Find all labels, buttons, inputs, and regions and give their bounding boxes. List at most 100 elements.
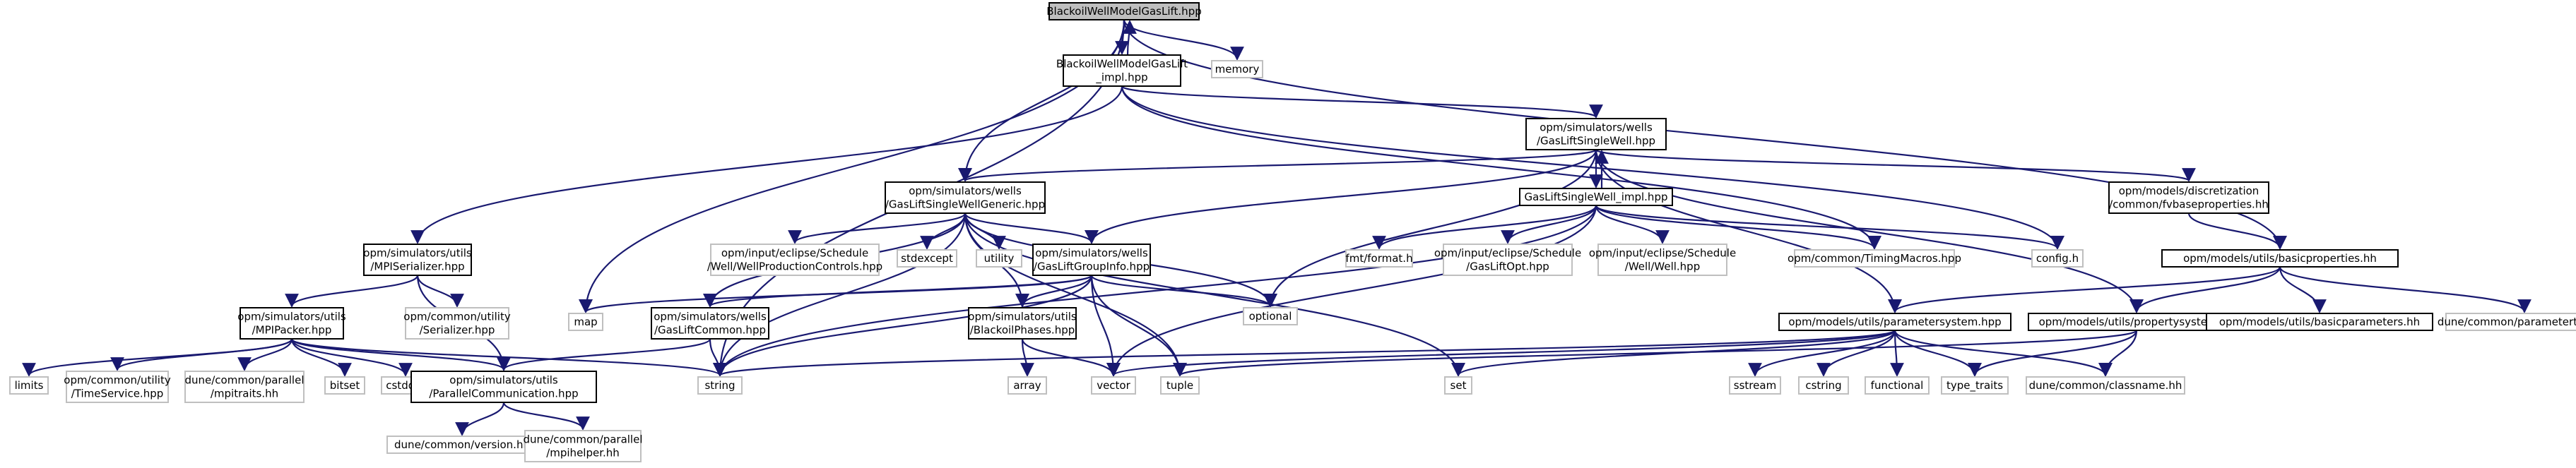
node-timing: opm/common/TimingMacros.hpp <box>1788 249 1961 268</box>
node-label: opm/common/utility <box>64 374 171 387</box>
node-label: /Well/Well.hpp <box>1625 260 1700 273</box>
edge-glswi-to-wellhpp <box>1595 205 1670 244</box>
node-label: map <box>574 316 597 328</box>
node-label: dune/common/version.hh <box>394 438 530 451</box>
node-box <box>1794 249 1955 268</box>
node-label: /common/fvbaseproperties.hh <box>2109 198 2269 211</box>
edge-impl-to-mpiser <box>410 85 1123 244</box>
node-root[interactable]: BlackoilWellModelGasLift.hpp <box>1046 2 1202 20</box>
node-box <box>66 371 169 403</box>
node-label: vector <box>1097 379 1130 392</box>
node-label: opm/simulators/utils <box>363 247 472 260</box>
node-box <box>1778 313 2011 331</box>
node-label: opm/simulators/utils <box>449 374 558 387</box>
node-label: stdexcept <box>901 252 953 265</box>
edge-propsys-to-classname <box>2098 330 2138 377</box>
node-fvbase[interactable]: opm/models/discretization/common/fvbasep… <box>2108 181 2269 214</box>
node-box <box>1444 376 1472 395</box>
node-label: /GasLiftCommon.hpp <box>654 324 766 337</box>
edge-propsys-to-typetraits <box>1968 330 2138 377</box>
edge-mpipacker-to-timeservice <box>110 338 293 371</box>
node-label: sstream <box>1734 379 1776 392</box>
nodes-layer: BlackoilWellModelGasLift.hppBlackoilWell… <box>9 2 2576 462</box>
node-box <box>568 313 603 331</box>
node-optional: optional <box>1243 307 1298 325</box>
node-sstream: sstream <box>1729 376 1781 395</box>
node-paramtree: dune/common/parametertree.hh <box>2438 313 2576 331</box>
node-wellhpp: opm/input/eclipse/Schedule/Well/Well.hpp <box>1589 244 1736 276</box>
node-paramsys[interactable]: opm/models/utils/parametersystem.hpp <box>1778 313 2011 331</box>
node-wpc: opm/input/eclipse/Schedule/Well/WellProd… <box>707 244 882 276</box>
node-map: map <box>568 313 603 331</box>
node-box <box>1345 249 1413 268</box>
node-box <box>363 244 472 276</box>
node-basicparams[interactable]: opm/models/utils/basicparameters.hh <box>2206 313 2433 331</box>
node-box <box>2206 313 2433 331</box>
node-stdexc: stdexcept <box>897 249 957 268</box>
node-box <box>885 181 1046 214</box>
node-label: BlackoilWellModelGasLift.hpp <box>1046 5 1202 18</box>
node-label: opm/simulators/wells <box>909 185 1022 198</box>
node-label: functional <box>1871 379 1924 392</box>
node-glsw[interactable]: opm/simulators/wells/GasLiftSingleWell.h… <box>1525 118 1667 150</box>
node-mpipacker[interactable]: opm/simulators/utils/MPIPacker.hpp <box>237 307 346 340</box>
node-utility: utility <box>976 249 1022 268</box>
node-box <box>1160 376 1200 395</box>
edge-bophases-to-array <box>1020 338 1034 377</box>
node-label: opm/simulators/utils <box>237 311 346 323</box>
node-label: limits <box>15 379 44 392</box>
node-box <box>2108 181 2269 214</box>
edge-glswi-to-config <box>1595 204 2064 250</box>
node-label: bitset <box>330 379 360 392</box>
edge-mpiser-to-serializer <box>416 275 464 308</box>
node-mpiser[interactable]: opm/simulators/utils/MPISerializer.hpp <box>363 244 472 276</box>
edge-glgi-to-glcommon <box>703 274 1093 308</box>
node-label: string <box>704 379 735 392</box>
node-tuple: tuple <box>1160 376 1200 395</box>
node-box <box>710 244 880 276</box>
edge-glswi-to-glopt <box>1501 205 1597 244</box>
edge-glsw-to-glgi <box>1085 149 1597 244</box>
node-glswi[interactable]: GasLiftSingleWell_impl.hpp <box>1519 188 1673 206</box>
node-label: set <box>1451 379 1467 392</box>
edge-mpipacker-to-parcomm <box>290 338 511 371</box>
node-label: /TimeService.hpp <box>71 388 164 400</box>
node-mpihelper: dune/common/parallel/mpihelper.hh <box>523 430 643 462</box>
node-label: type_traits <box>1946 379 2003 392</box>
edge-glswg-to-stdexc <box>920 212 967 250</box>
node-box <box>651 307 769 340</box>
edge-glsw-to-fvbase <box>1595 148 2196 182</box>
node-box <box>897 249 957 268</box>
node-box <box>9 376 49 395</box>
node-label: fmt/format.h <box>1345 252 1412 265</box>
node-glcommon[interactable]: opm/simulators/wells/GasLiftCommon.hpp <box>651 307 769 340</box>
edge-glswi-to-vector <box>1106 205 1597 377</box>
node-classname: dune/common/classname.hh <box>2026 376 2185 395</box>
node-box <box>1798 376 1849 395</box>
node-impl[interactable]: BlackoilWellModelGasLift_impl.hpp <box>1056 54 1188 87</box>
node-box <box>976 249 1022 268</box>
node-box <box>1243 307 1298 325</box>
node-basicprop[interactable]: opm/models/utils/basicproperties.hh <box>2161 249 2399 268</box>
node-label: config.h <box>2036 252 2079 265</box>
node-label: /MPIPacker.hpp <box>252 324 332 337</box>
node-limits: limits <box>9 376 49 395</box>
node-parcomm[interactable]: opm/simulators/utils/ParallelCommunicati… <box>410 371 597 403</box>
node-timeservice: opm/common/utility/TimeService.hpp <box>64 371 171 403</box>
edge-mpipacker-to-bitset <box>290 338 352 377</box>
node-box <box>386 436 538 454</box>
edge-paramsys-to-sstream <box>1748 330 1896 377</box>
node-label: /GasLiftSingleWell.hpp <box>1537 135 1655 148</box>
node-glgi[interactable]: opm/simulators/wells/GasLiftGroupInfo.hp… <box>1032 244 1151 276</box>
edge-glswi-to-fmt <box>1372 205 1597 250</box>
edge-impl-to-root <box>1123 20 1137 56</box>
node-typetraits: type_traits <box>1941 376 2009 395</box>
edge-glcommon-to-string <box>709 338 727 377</box>
node-label: opm/models/utils/basicparameters.hh <box>2219 316 2420 328</box>
node-box <box>1597 244 1727 276</box>
edge-mpipacker-to-limits <box>22 338 293 377</box>
node-label: dune/common/parametertree.hh <box>2438 316 2576 328</box>
node-bophases[interactable]: opm/simulators/utils/BlackoilPhases.hpp <box>968 307 1077 340</box>
node-glswg[interactable]: opm/simulators/wells/GasLiftSingleWellGe… <box>885 181 1046 214</box>
edge-glswg-to-tuple <box>964 212 1187 377</box>
